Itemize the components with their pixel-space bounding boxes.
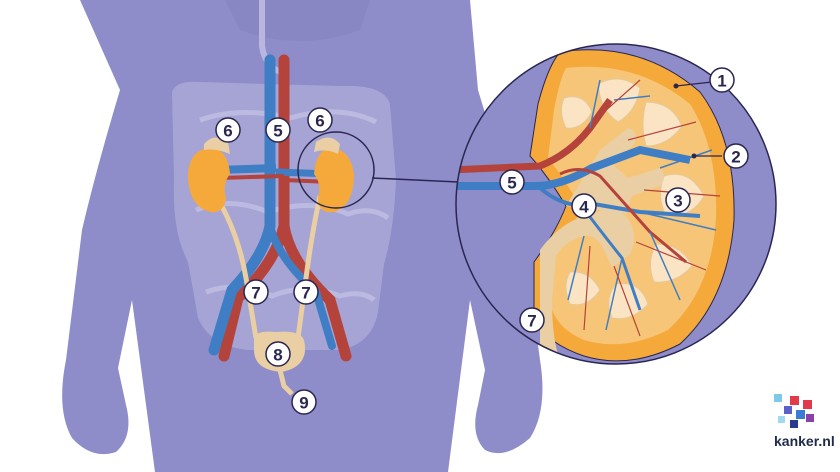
label-urethra: 9 bbox=[291, 389, 317, 415]
label-adrenal-left: 6 bbox=[215, 117, 241, 143]
svg-text:5: 5 bbox=[507, 174, 516, 193]
svg-text:6: 6 bbox=[315, 112, 324, 131]
label-blood-vessels-body: 5 bbox=[265, 117, 291, 143]
label-kidney-medulla: 3 bbox=[665, 187, 691, 213]
svg-text:2: 2 bbox=[731, 148, 740, 167]
urinary-tract bbox=[213, 194, 323, 396]
svg-text:1: 1 bbox=[717, 72, 726, 91]
label-ureter-right: 7 bbox=[293, 279, 319, 305]
svg-text:4: 4 bbox=[579, 198, 589, 217]
kidney-right bbox=[314, 137, 354, 213]
label-bladder: 8 bbox=[265, 341, 291, 367]
label-kidney-cortex: 2 bbox=[723, 143, 749, 169]
label-adrenal-right: 6 bbox=[307, 107, 333, 133]
kidney-zoom-view bbox=[455, 43, 777, 365]
label-ureter-left: 7 bbox=[243, 279, 269, 305]
svg-text:6: 6 bbox=[223, 122, 232, 141]
magnifier-connector bbox=[371, 177, 459, 183]
svg-text:9: 9 bbox=[299, 394, 308, 413]
svg-text:5: 5 bbox=[273, 122, 282, 141]
kanker-logo: kanker.nl bbox=[774, 394, 835, 449]
urethra-path bbox=[277, 369, 294, 396]
label-ureter-kidney: 7 bbox=[519, 307, 545, 333]
svg-text:7: 7 bbox=[527, 312, 536, 331]
svg-text:7: 7 bbox=[301, 284, 310, 303]
svg-text:3: 3 bbox=[673, 192, 682, 211]
svg-text:7: 7 bbox=[251, 284, 260, 303]
svg-text:kanker.nl: kanker.nl bbox=[774, 433, 835, 449]
renal-pelvis-shape bbox=[480, 210, 635, 364]
label-kidney-capsule: 1 bbox=[709, 67, 735, 93]
label-blood-vessels-kidney: 5 bbox=[499, 169, 525, 195]
svg-text:8: 8 bbox=[273, 346, 282, 365]
magnifier-ring bbox=[297, 131, 375, 209]
label-renal-pelvis: 4 bbox=[571, 193, 597, 219]
ureter-right-path bbox=[295, 195, 323, 339]
